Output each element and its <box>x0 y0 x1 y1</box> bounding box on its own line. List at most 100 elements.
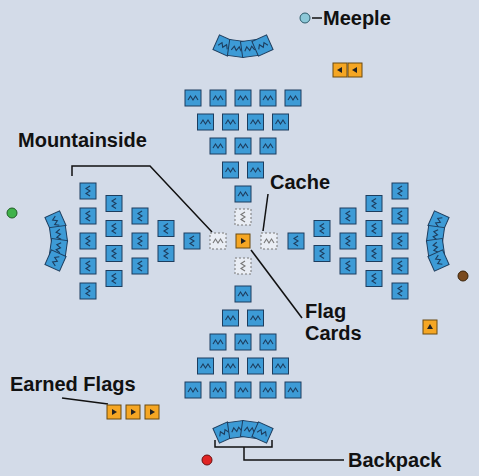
mountain-card <box>314 246 330 262</box>
card-zigzag <box>372 274 376 284</box>
flag-card <box>145 405 159 419</box>
card-face <box>106 246 122 262</box>
card-face <box>260 138 276 154</box>
card-zigzag <box>86 286 90 296</box>
card-zigzag <box>433 242 438 252</box>
card-zigzag <box>86 211 90 221</box>
card-face <box>366 246 382 262</box>
card-zigzag <box>164 224 168 234</box>
card-face <box>80 283 96 299</box>
card-zigzag <box>138 211 142 221</box>
card-face <box>288 233 304 249</box>
flag-face <box>126 405 140 419</box>
card-face <box>392 208 408 224</box>
card-zigzag <box>320 249 324 259</box>
card-zigzag <box>238 340 248 344</box>
flag-card <box>348 63 362 77</box>
mountain-card <box>260 138 276 154</box>
mountain-card <box>392 258 408 274</box>
cache-slot <box>261 233 277 249</box>
mountain-card <box>106 196 122 212</box>
mountain-card <box>106 221 122 237</box>
flag-face <box>236 234 250 248</box>
card-face <box>106 196 122 212</box>
card-face <box>80 233 96 249</box>
mountain-card <box>392 208 408 224</box>
card-zigzag <box>244 427 254 432</box>
leader-line <box>244 447 344 460</box>
card-face <box>80 183 96 199</box>
mountain-card <box>235 286 251 302</box>
card-face <box>340 233 356 249</box>
leader-line <box>312 17 322 19</box>
card-face <box>185 382 201 398</box>
card-zigzag <box>238 96 248 100</box>
mountain-card <box>260 90 276 106</box>
flag-arrow <box>131 409 136 415</box>
card-zigzag <box>398 211 402 221</box>
card-face <box>314 246 330 262</box>
card-face <box>210 138 226 154</box>
mountain-card <box>132 233 148 249</box>
card-face <box>340 258 356 274</box>
card-zigzag <box>257 42 268 50</box>
mountain-card <box>366 221 382 237</box>
mountain-card <box>366 271 382 287</box>
mountain-card <box>285 382 301 398</box>
card-zigzag <box>188 96 198 100</box>
card-face <box>314 221 330 237</box>
card-face <box>106 221 122 237</box>
card-zigzag <box>238 144 248 148</box>
card-zigzag <box>112 199 116 209</box>
card-face <box>132 233 148 249</box>
flag-face <box>423 320 437 334</box>
card-face <box>210 90 226 106</box>
mountain-card <box>340 233 356 249</box>
card-face <box>184 233 200 249</box>
card-zigzag <box>276 120 286 124</box>
card-zigzag <box>112 224 116 234</box>
meeple <box>300 13 310 23</box>
card-zigzag <box>263 96 273 100</box>
card-zigzag <box>213 144 223 148</box>
card-face <box>198 114 214 130</box>
card-face <box>285 90 301 106</box>
mountain-card <box>248 114 264 130</box>
flag-card <box>126 405 140 419</box>
flag-face <box>333 63 347 77</box>
card-face <box>235 186 251 202</box>
card-zigzag <box>231 46 241 51</box>
callout-label: Cache <box>270 171 330 193</box>
mountain-card <box>210 334 226 350</box>
flag-card <box>423 320 437 334</box>
mountain-card <box>340 258 356 274</box>
card-face <box>248 114 264 130</box>
card-face <box>285 382 301 398</box>
card-face <box>185 90 201 106</box>
mountain-card <box>210 90 226 106</box>
mountain-card <box>235 186 251 202</box>
card-zigzag <box>56 229 61 239</box>
mountain-card <box>248 358 264 374</box>
card-face <box>252 35 273 56</box>
card-face <box>223 114 239 130</box>
mountain-card <box>235 382 251 398</box>
mountain-card <box>132 258 148 274</box>
card-face <box>392 258 408 274</box>
mountain-card <box>223 162 239 178</box>
card-zigzag <box>320 224 324 234</box>
card-zigzag <box>346 261 350 271</box>
card-zigzag <box>226 168 236 172</box>
callout-label: Meeple <box>323 7 391 29</box>
card-zigzag <box>398 236 402 246</box>
mountain-card <box>210 382 226 398</box>
card-face <box>261 233 277 249</box>
mountain-card <box>273 114 289 130</box>
mountain-card <box>80 183 96 199</box>
card-zigzag <box>263 388 273 392</box>
card-face <box>392 283 408 299</box>
card-zigzag <box>435 216 443 227</box>
card-zigzag <box>251 120 261 124</box>
mountain-card <box>210 138 226 154</box>
